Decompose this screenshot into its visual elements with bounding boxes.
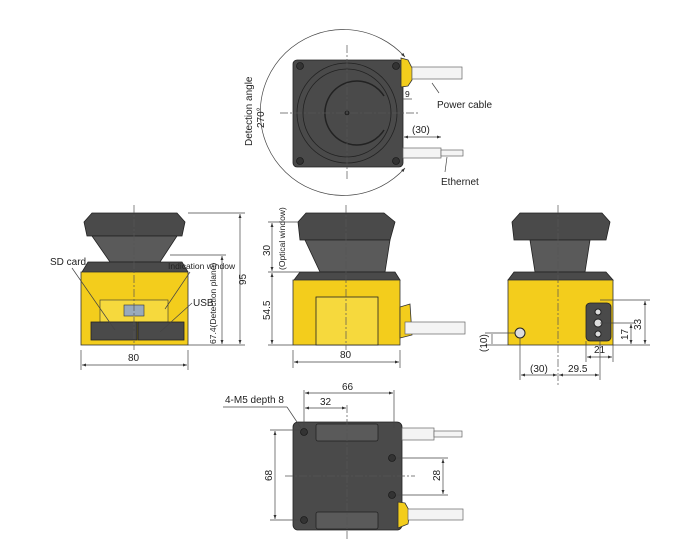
dim-30: (30)	[412, 125, 430, 136]
dim-28: 28	[432, 469, 443, 481]
power-cable	[411, 66, 463, 80]
dim-29-5: 29.5	[568, 364, 588, 375]
detection-angle-value: 270°	[256, 107, 267, 128]
ground-screw	[514, 327, 526, 339]
power-connector	[400, 57, 413, 88]
detection-angle-label: Detection angle	[244, 76, 255, 146]
m5-hole-label: 4-M5 depth 8	[225, 395, 284, 406]
dim-30: (30)	[530, 364, 548, 375]
dim-32: 32	[320, 397, 332, 408]
dim-17: 17	[620, 328, 631, 340]
screw-icon	[392, 157, 400, 165]
side-view: 30 (Optical window) 54.5 80	[262, 205, 466, 368]
dim-68: 68	[264, 469, 275, 481]
power-cable-label: Power cable	[437, 100, 492, 111]
indication-window-label: Indication window	[168, 261, 236, 271]
dim-9: 9	[405, 89, 410, 99]
dim-80: 80	[128, 353, 140, 364]
screw-icon	[296, 157, 304, 165]
screw-icon	[296, 62, 304, 70]
ethernet-label: Ethernet	[441, 177, 479, 188]
dim-80: 80	[340, 350, 352, 361]
usb-label: USB	[193, 298, 214, 309]
optical-window-label: (Optical window)	[277, 207, 287, 270]
cable	[404, 321, 466, 335]
detection-angle-arc	[260, 29, 406, 196]
dim-67-4: 67.4(Detection plane)	[208, 263, 218, 344]
bottom-view: 66 32 4-M5 depth 8 68 28	[223, 382, 464, 540]
dim-30: 30	[262, 244, 273, 256]
ethernet-connector	[402, 147, 442, 159]
dim-10: (10)	[479, 334, 490, 352]
screw-icon	[392, 62, 400, 70]
dim-54-5: 54.5	[262, 300, 273, 320]
front-view: 95 67.4(Detection plane) 80 SD card Indi…	[50, 205, 249, 370]
dim-33: 33	[633, 318, 644, 330]
top-view: Detection angle 270° Power cable Etherne…	[244, 29, 492, 196]
dim-95: 95	[238, 273, 249, 285]
rear-view: (10) 33 17 21 (30) 29.5	[479, 205, 650, 385]
sd-card-label: SD card	[50, 257, 86, 268]
dim-66: 66	[342, 382, 354, 393]
